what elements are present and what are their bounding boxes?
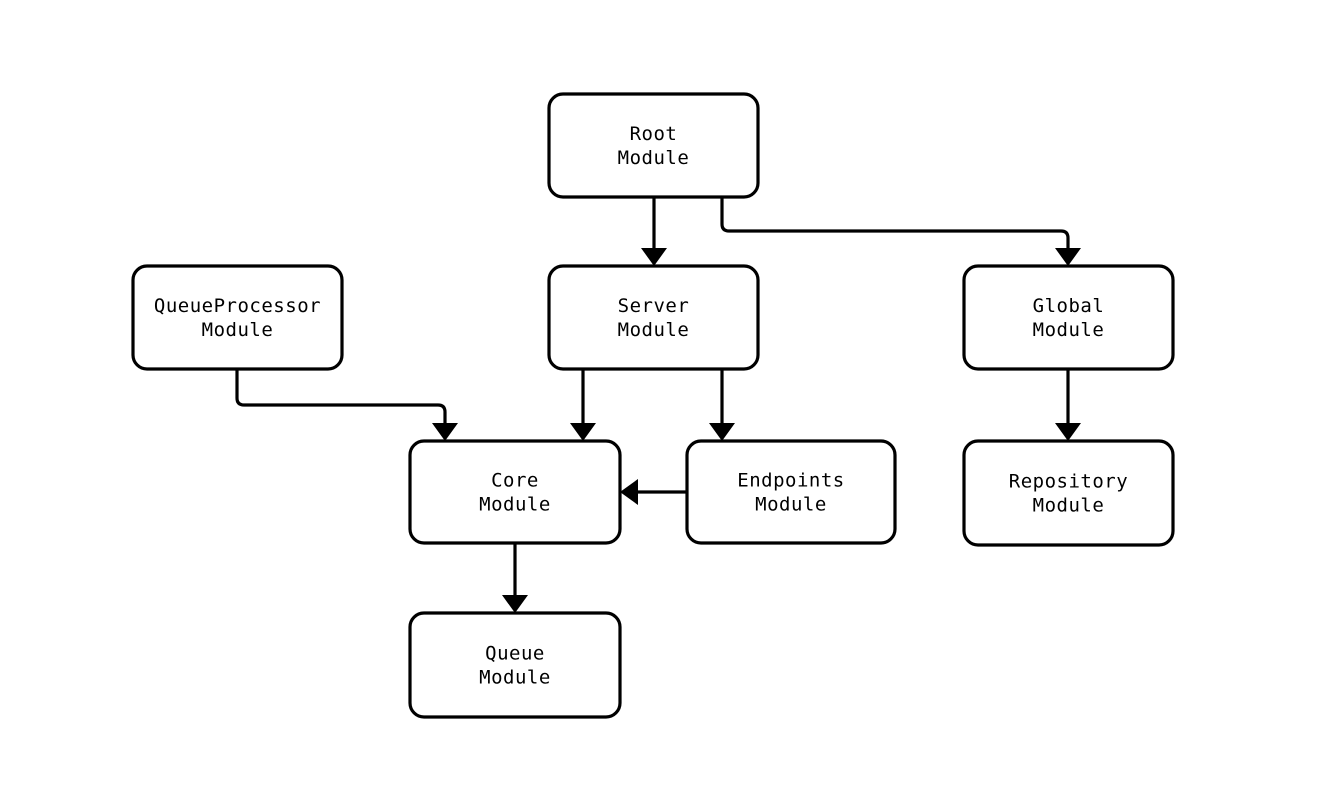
node-label-root-line2: Module: [618, 147, 690, 169]
edge-root-to-global: [720, 197, 1081, 266]
edge-line: [235, 369, 447, 427]
node-label-server-line2: Module: [618, 319, 690, 341]
arrowhead-icon: [641, 248, 667, 266]
node-label-repository-line2: Module: [1033, 495, 1105, 517]
node-label-global-line2: Module: [1033, 319, 1105, 341]
edge-server-to-core: [570, 369, 596, 441]
edge-endpoints-to-core: [620, 479, 687, 505]
node-label-queueprocessor-line1: QueueProcessor: [154, 295, 321, 317]
node-box-root[interactable]: [547, 92, 760, 199]
edge-core-to-queue: [502, 543, 528, 613]
edge-layer: [235, 197, 1081, 613]
arrowhead-icon: [1055, 248, 1081, 266]
arrowhead-icon: [432, 423, 458, 441]
node-box-endpoints[interactable]: [685, 439, 897, 545]
node-label-queue-line1: Queue: [485, 643, 545, 665]
edge-root-to-server: [641, 197, 667, 266]
node-label-core-line2: Module: [479, 494, 551, 516]
node-layer: RootModuleQueueProcessorModuleServerModu…: [131, 92, 1175, 719]
node-label-endpoints-line1: Endpoints: [737, 470, 844, 492]
node-box-repository[interactable]: [962, 439, 1175, 547]
arrowhead-icon: [570, 423, 596, 441]
node-box-queueprocessor[interactable]: [131, 264, 344, 371]
node-label-core-line1: Core: [491, 470, 539, 492]
node-box-global[interactable]: [962, 264, 1175, 371]
edge-global-to-repository: [1055, 369, 1081, 441]
node-label-endpoints-line2: Module: [755, 494, 827, 516]
node-label-global-line1: Global: [1033, 295, 1105, 317]
node-box-server[interactable]: [547, 264, 760, 371]
edge-queueprocessor-to-core: [235, 369, 458, 441]
node-label-queueprocessor-line2: Module: [202, 319, 274, 341]
arrowhead-icon: [502, 595, 528, 613]
arrowhead-icon: [620, 479, 638, 505]
node-label-repository-line1: Repository: [1009, 471, 1128, 493]
node-label-root-line1: Root: [630, 123, 678, 145]
node-box-queue[interactable]: [408, 611, 622, 719]
node-label-server-line1: Server: [618, 295, 690, 317]
edge-line: [720, 197, 1070, 252]
node-box-core[interactable]: [408, 439, 622, 545]
arrowhead-icon: [1055, 423, 1081, 441]
node-label-queue-line2: Module: [479, 667, 551, 689]
arrowhead-icon: [709, 423, 735, 441]
edge-server-to-endpoints: [709, 369, 735, 441]
